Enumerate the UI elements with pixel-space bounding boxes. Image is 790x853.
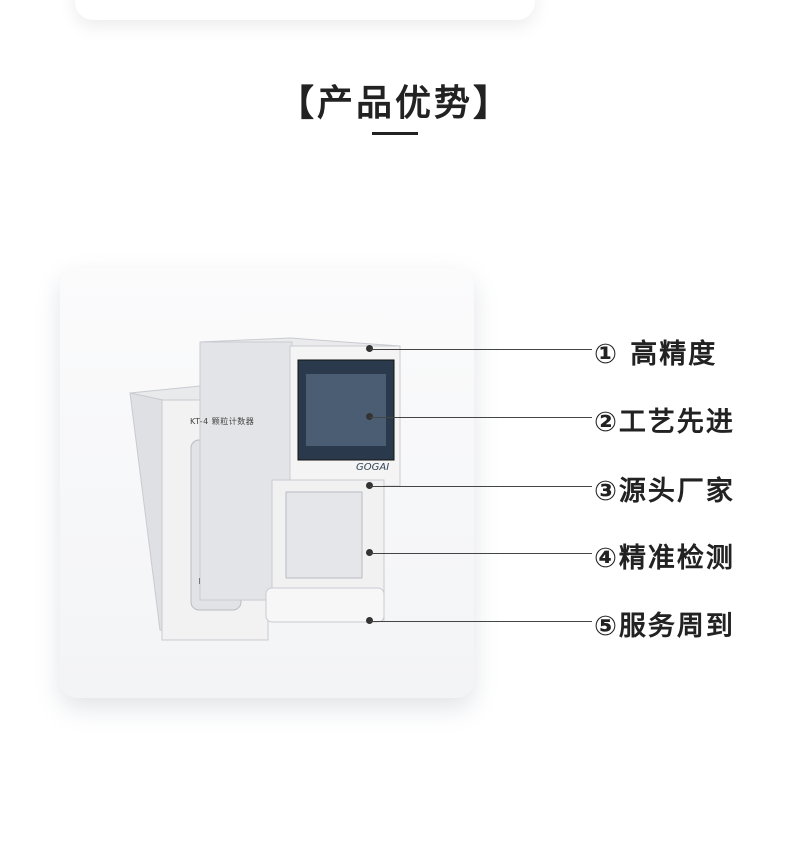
callout-line (370, 349, 592, 350)
callout-label-high-precision: ① 高精度 (594, 339, 718, 370)
callout-dot (366, 413, 373, 420)
callout-line (370, 417, 592, 418)
callout-dot (366, 617, 373, 624)
callout-dot (366, 345, 373, 352)
callout-dot (366, 482, 373, 489)
callout-line (370, 486, 592, 487)
callout-dot (366, 549, 373, 556)
title-underline (372, 132, 418, 135)
callout-line (370, 553, 592, 554)
device-brand-logo: GOGAI (356, 462, 390, 473)
callout-label-attentive-service: ⑤服务周到 (594, 611, 735, 642)
device-model-label: KT-4 颗粒计数器 (190, 417, 255, 426)
callout-label-source-manufacturer: ③源头厂家 (594, 476, 735, 507)
main-unit (199, 337, 401, 623)
callout-label-precise-detection: ④精准检测 (594, 543, 735, 574)
callout-label-advanced-process: ②工艺先进 (594, 407, 735, 438)
top-card (75, 0, 535, 20)
callout-line (370, 621, 592, 622)
section-title: 【产品优势】 (277, 83, 512, 124)
